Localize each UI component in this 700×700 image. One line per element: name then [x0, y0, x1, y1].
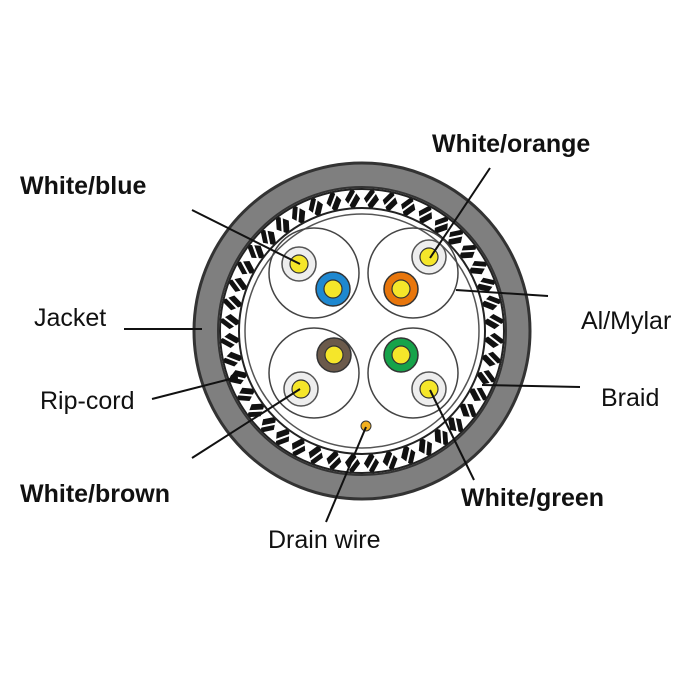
orange-pair-outline [367, 227, 459, 319]
braid-band [220, 189, 504, 473]
braid-strand [405, 444, 413, 466]
braid-strand [222, 355, 243, 365]
braid-strand [280, 215, 284, 236]
braid-strand [453, 413, 460, 435]
white-brown-conductor [291, 379, 311, 399]
braid-strand [483, 350, 500, 367]
braid-strand [264, 227, 271, 249]
label-white-green: White/green [461, 484, 605, 512]
leader-white-blue [191, 209, 301, 265]
leader-drain-wire [325, 426, 367, 523]
braid-strand [346, 189, 358, 209]
braid-strand [289, 441, 309, 454]
braid-strand [386, 450, 396, 471]
braid-strand [220, 335, 240, 347]
braid-strand [430, 220, 451, 230]
braid-strand [481, 297, 502, 307]
braid-strand [484, 315, 504, 327]
orange-conductor [391, 279, 411, 299]
label-white-orange: White/orange [432, 130, 591, 158]
braid-strand [475, 280, 497, 288]
braid-strand [415, 208, 435, 221]
braid-strand [463, 399, 473, 420]
braid-strand [444, 233, 466, 240]
leader-white-green [429, 389, 475, 481]
braid-strand [424, 436, 428, 458]
braid-strand [366, 453, 378, 473]
braid-strand [239, 258, 252, 278]
braid-outer-edge [219, 188, 505, 474]
leader-braid [481, 384, 581, 388]
drain-wire-conductor [360, 420, 372, 432]
braid-strand [326, 452, 343, 469]
label-drain-wire: Drain wire [268, 526, 381, 554]
label-jacket: Jacket [34, 304, 107, 332]
label-al-mylar: Al/Mylar [581, 307, 672, 335]
label-white-brown: White/brown [20, 480, 170, 508]
braid-strand [363, 190, 378, 208]
blue-conductor [323, 279, 343, 299]
braid-strand [479, 367, 494, 386]
braid-strand [472, 384, 485, 404]
braid-strand [467, 265, 489, 269]
braid-strand [258, 422, 280, 429]
brown-conductor [324, 345, 344, 365]
braid-strand [311, 196, 319, 218]
braid-strand [221, 315, 239, 330]
white-green-conductor [419, 379, 439, 399]
label-braid: Braid [601, 384, 660, 412]
braid-strand [224, 295, 241, 312]
braid-strand [296, 204, 300, 226]
blue-pair-outline [268, 227, 360, 319]
brown-pair-outline [268, 327, 360, 419]
braid-strand [246, 409, 267, 413]
braid-strand [230, 276, 245, 295]
braid-strand [381, 193, 398, 210]
braid-strand [273, 432, 294, 442]
braid-strand [398, 199, 417, 214]
green-pair-outline [367, 327, 459, 419]
braid-strand [328, 191, 338, 212]
leader-white-orange [429, 167, 491, 259]
braid-strand [307, 448, 326, 463]
label-rip-cord: Rip-cord [40, 387, 135, 415]
braid-strand [251, 242, 261, 263]
braid-strand [235, 393, 257, 397]
leader-white-brown [191, 388, 301, 459]
leader-rip-cord [151, 377, 235, 400]
braid-strand [440, 426, 444, 447]
braid-strand [457, 249, 478, 253]
green-conductor [391, 345, 411, 365]
braid-strand [485, 332, 503, 347]
label-white-blue: White/blue [20, 172, 147, 200]
leader-al-mylar [455, 289, 549, 297]
